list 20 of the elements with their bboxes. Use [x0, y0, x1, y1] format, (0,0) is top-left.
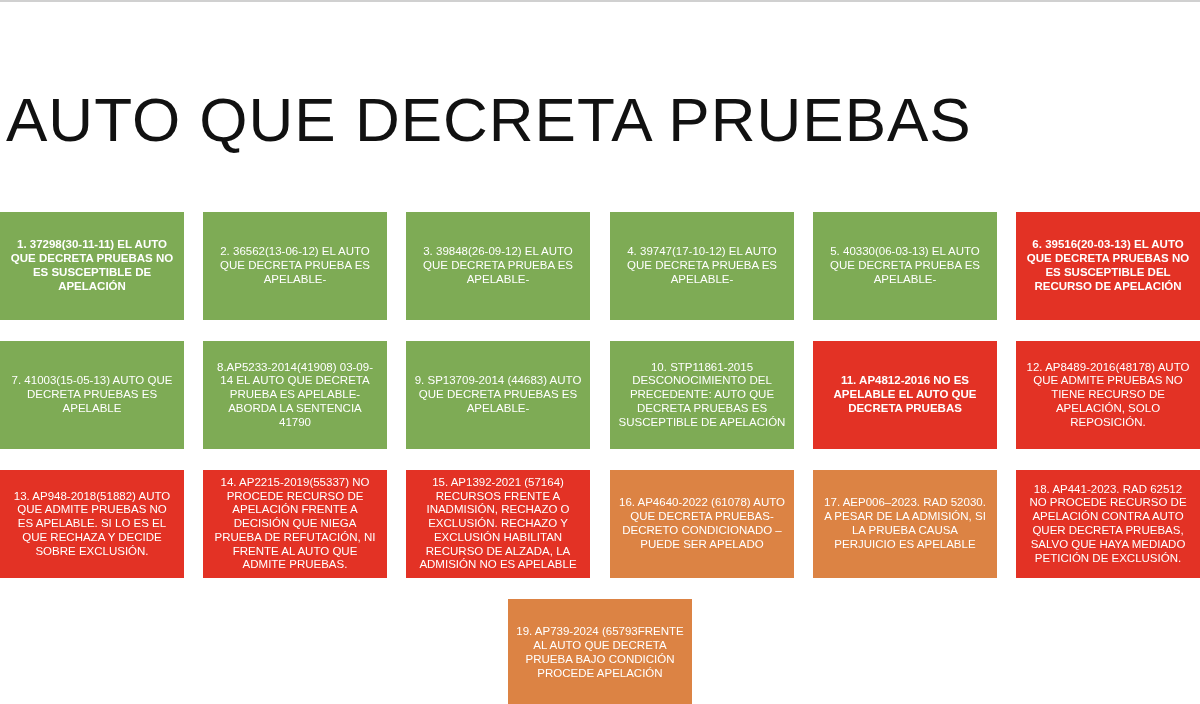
ruling-box: 1. 37298(30-11-11) EL AUTO QUE DECRETA PRUEBAS NO ES SUSCEPTIBLE DE APELACIÓN — [0, 212, 184, 320]
ruling-box: 14. AP2215-2019(55337) NO PROCEDE RECURSO DE APELACIÓN FRENTE A DECISIÓN QUE NIEGA PRUEBA DE REFUTACIÓN, NI FRENTE AL AUTO QUE ADMITE PRUEBAS. — [203, 470, 387, 578]
ruling-box: 5. 40330(06-03-13) EL AUTO QUE DECRETA PRUEBA ES APELABLE- — [813, 212, 997, 320]
ruling-box: 8.AP5233-2014(41908) 03-09-14 EL AUTO QUE DECRETA PRUEBA ES APELABLE- ABORDA LA SENTENCIA 41790 — [203, 341, 387, 449]
title: AUTO QUE DECRETA PRUEBAS — [6, 84, 972, 155]
ruling-box: 18. AP441-2023. RAD 62512 NO PROCEDE RECURSO DE APELACIÓN CONTRA AUTO QUER DECRETA PRUEBAS, SALVO QUE HAYA MEDIADO PETICIÓN DE EXCLUSIÓN. — [1016, 470, 1200, 578]
ruling-box: 7. 41003(15-05-13) AUTO QUE DECRETA PRUEBAS ES APELABLE — [0, 341, 184, 449]
ruling-box: 10. STP11861-2015 DESCONOCIMIENTO DEL PRECEDENTE: AUTO QUE DECRETA PRUEBAS ES SUSCEPTIBLE DE APELACIÓN — [610, 341, 794, 449]
ruling-box: 12. AP8489-2016(48178) AUTO QUE ADMITE PRUEBAS NO TIENE RECURSO DE APELACIÓN, SOLO REPOSICIÓN. — [1016, 341, 1200, 449]
ruling-box: 17. AEP006–2023. RAD 52030. A PESAR DE LA ADMISIÓN, SI LA PRUEBA CAUSA PERJUICIO ES APELABLE — [813, 470, 997, 578]
ruling-box: 13. AP948-2018(51882) AUTO QUE ADMITE PRUEBAS NO ES APELABLE. SI LO ES EL QUE RECHAZA Y DECIDE SOBRE EXCLUSIÓN. — [0, 470, 184, 578]
ruling-box: 9. SP13709-2014 (44683) AUTO QUE DECRETA PRUEBAS ES APELABLE- — [406, 341, 590, 449]
ruling-box: 4. 39747(17-10-12) EL AUTO QUE DECRETA PRUEBA ES APELABLE- — [610, 212, 794, 320]
ruling-box: 15. AP1392-2021 (57164) RECURSOS FRENTE A INADMISIÓN, RECHAZO O EXCLUSIÓN. RECHAZO Y EXCLUSIÓN HABILITAN RECURSO DE ALZADA, LA ADMISIÓN NO ES APELABLE — [406, 470, 590, 578]
ruling-box: 11. AP4812-2016 NO ES APELABLE EL AUTO QUE DECRETA PRUEBAS — [813, 341, 997, 449]
ruling-box: 2. 36562(13-06-12) EL AUTO QUE DECRETA PRUEBA ES APELABLE- — [203, 212, 387, 320]
ruling-box: 3. 39848(26-09-12) EL AUTO QUE DECRETA PRUEBA ES APELABLE- — [406, 212, 590, 320]
ruling-box: 19. AP739-2024 (65793FRENTE AL AUTO QUE DECRETA PRUEBA BAJO CONDICIÓN PROCEDE APELACIÓN — [508, 599, 692, 704]
ruling-box: 16. AP4640-2022 (61078) AUTO QUE DECRETA PRUEBAS- DECRETO CONDICIONADO – PUEDE SER APELADO — [610, 470, 794, 578]
ruling-box: 6. 39516(20-03-13) EL AUTO QUE DECRETA PRUEBAS NO ES SUSCEPTIBLE DEL RECURSO DE APELACIÓN — [1016, 212, 1200, 320]
